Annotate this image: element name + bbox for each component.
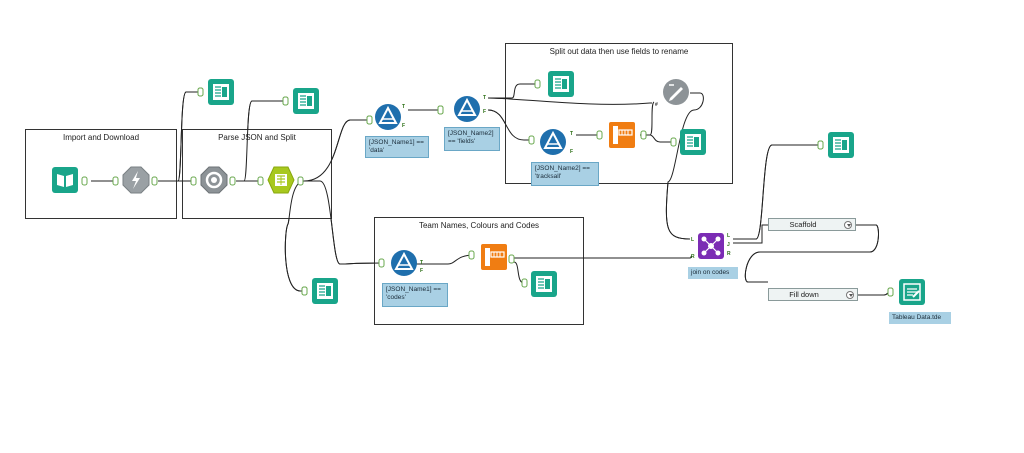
browse-tool[interactable] bbox=[679, 128, 707, 156]
input-tool[interactable] bbox=[51, 166, 79, 194]
gear-icon bbox=[200, 166, 228, 194]
annotation-output: Tableau Data.tde bbox=[889, 312, 951, 324]
annotation-filter-fields: [JSON_Name2] == 'fields' bbox=[444, 127, 500, 151]
lightning-icon bbox=[122, 166, 150, 194]
browse-tool[interactable] bbox=[827, 131, 855, 159]
rename-icon bbox=[663, 79, 689, 105]
annotation-filter-data: [JSON_Name1] == 'data' bbox=[365, 136, 429, 158]
browse-icon bbox=[680, 129, 706, 155]
triangle-filter-icon bbox=[540, 129, 566, 155]
dynamic-rename-tool[interactable] bbox=[662, 78, 690, 106]
crosstab-icon bbox=[481, 244, 507, 270]
crosstab-tool[interactable] bbox=[480, 243, 508, 271]
triangle-filter-icon bbox=[375, 104, 401, 130]
crosstab-tool[interactable] bbox=[608, 121, 636, 149]
browse-icon bbox=[531, 271, 557, 297]
browse-icon bbox=[208, 79, 234, 105]
filter-tool[interactable] bbox=[453, 95, 481, 123]
expand-icon[interactable] bbox=[846, 290, 854, 299]
expand-icon[interactable] bbox=[844, 220, 852, 229]
collapsed-container-filldown[interactable]: Fill down bbox=[768, 288, 858, 301]
text-columns-icon bbox=[267, 166, 295, 194]
browse-tool[interactable] bbox=[530, 270, 558, 298]
browse-tool[interactable] bbox=[292, 87, 320, 115]
collapsed-container-label: Fill down bbox=[789, 290, 819, 299]
annotation-filter-codes: [JSON_Name1] == 'codes' bbox=[382, 283, 448, 307]
filter-tool[interactable] bbox=[390, 249, 418, 277]
triangle-filter-icon bbox=[391, 250, 417, 276]
browse-tool[interactable] bbox=[311, 277, 339, 305]
triangle-filter-icon bbox=[454, 96, 480, 122]
browse-tool[interactable] bbox=[547, 70, 575, 98]
container-title: Split out data then use fields to rename bbox=[549, 47, 689, 56]
container-title: Import and Download bbox=[62, 133, 140, 142]
collapsed-container-scaffold[interactable]: Scaffold bbox=[768, 218, 856, 231]
json-parse-tool[interactable] bbox=[200, 166, 228, 194]
browse-icon bbox=[293, 88, 319, 114]
browse-tool[interactable] bbox=[207, 78, 235, 106]
filter-tool[interactable] bbox=[374, 103, 402, 131]
filter-tool[interactable] bbox=[539, 128, 567, 156]
browse-icon bbox=[548, 71, 574, 97]
browse-icon bbox=[312, 278, 338, 304]
output-icon bbox=[899, 279, 925, 305]
collapsed-container-label: Scaffold bbox=[789, 220, 817, 229]
text-to-columns-tool[interactable] bbox=[267, 166, 295, 194]
container-import[interactable]: Import and Download bbox=[25, 129, 177, 219]
book-icon bbox=[52, 167, 78, 193]
container-title: Team Names, Colours and Codes bbox=[418, 221, 540, 230]
output-tool[interactable] bbox=[898, 278, 926, 306]
annotation-filter-tracksall: [JSON_Name2] == 'tracksall' bbox=[531, 162, 599, 186]
join-icon bbox=[698, 233, 724, 259]
join-tool[interactable] bbox=[697, 232, 725, 260]
browse-icon bbox=[828, 132, 854, 158]
download-tool[interactable] bbox=[122, 166, 150, 194]
crosstab-icon bbox=[609, 122, 635, 148]
annotation-join: join on codes bbox=[688, 267, 738, 279]
container-title: Parse JSON and Split bbox=[218, 133, 296, 142]
